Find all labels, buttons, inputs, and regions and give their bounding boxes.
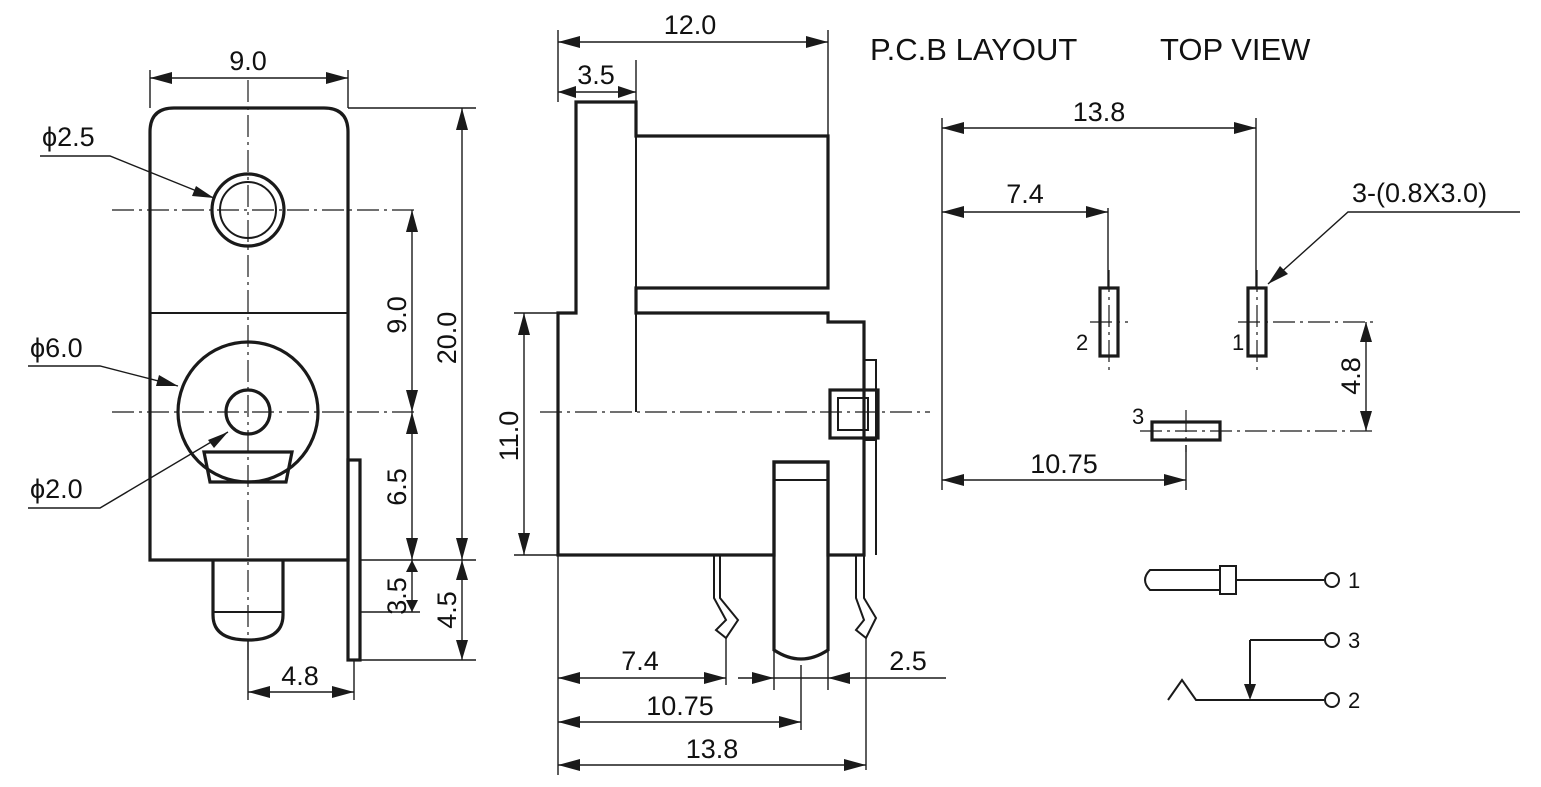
side-body-outline	[556, 100, 866, 557]
bottom-offset-label: 4.8	[281, 661, 319, 691]
pad-2-label: 2	[1076, 330, 1088, 355]
side-pin-right	[854, 555, 878, 640]
pcb-pin3-offset-label: 10.75	[1030, 449, 1098, 479]
side-height-label: 11.0	[494, 411, 524, 462]
schematic-symbol: 1 3 2	[1144, 565, 1360, 713]
lower-hole-dia-label: ϕ6.0	[30, 333, 83, 363]
top-view-label: TOP VIEW	[1160, 32, 1311, 67]
flange-dim-label: 3.5	[577, 60, 615, 90]
side-pin3-label: 13.8	[686, 734, 739, 764]
front-height-label: 20.0	[432, 312, 462, 365]
pin-length-label: 4.5	[432, 591, 462, 629]
upper-hole-dia-label: ϕ2.5	[42, 122, 95, 152]
side-barrel-pin	[772, 460, 830, 661]
pad-spec-label: 3-(0.8X3.0)	[1352, 178, 1487, 208]
pcb-pin2-offset-label: 7.4	[1006, 179, 1044, 209]
pcb-layout: P.C.B LAYOUT TOP VIEW 13.8 7.4 10.75 2 1	[870, 32, 1520, 490]
pad-3-label: 3	[1132, 404, 1144, 429]
terminal-1-label: 1	[1348, 568, 1360, 593]
side-view: 12.0 3.5 11.0 7.4 2.5 10	[494, 10, 946, 775]
terminal-1-node	[1324, 572, 1340, 588]
hole-spacing-label: 9.0	[382, 296, 412, 334]
rear-contact	[828, 388, 880, 440]
pin-spacing-label: 2.5	[889, 646, 927, 676]
terminal-2-label: 2	[1348, 688, 1360, 713]
plug-symbol	[1144, 569, 1221, 591]
side-pin2-label: 10.75	[646, 691, 714, 721]
front-width-label: 9.0	[229, 46, 267, 76]
pcb-vertical-label: 4.8	[1336, 357, 1366, 395]
spring-contact	[202, 450, 294, 484]
pcb-layout-title: P.C.B LAYOUT	[870, 32, 1077, 67]
terminal-3-label: 3	[1348, 628, 1360, 653]
pcb-span-label: 13.8	[1073, 97, 1126, 127]
lower-hole-dim-label: 6.5	[382, 468, 412, 506]
pin-dia-label: ϕ2.0	[30, 474, 83, 504]
pad-1-label: 1	[1232, 330, 1244, 355]
front-side-pin	[346, 458, 362, 662]
side-pin1-label: 7.4	[621, 646, 659, 676]
terminal-3-node	[1324, 632, 1340, 648]
terminal-2-node	[1324, 692, 1340, 708]
pin-offset-label: 3.5	[382, 577, 412, 615]
side-pin-left	[713, 555, 740, 640]
front-body-outline	[148, 106, 350, 562]
side-length-label: 12.0	[664, 10, 717, 40]
front-view: 9.0 ϕ2.5 ϕ6.0 ϕ2.0 9.0 6.5 3.5	[28, 46, 476, 700]
